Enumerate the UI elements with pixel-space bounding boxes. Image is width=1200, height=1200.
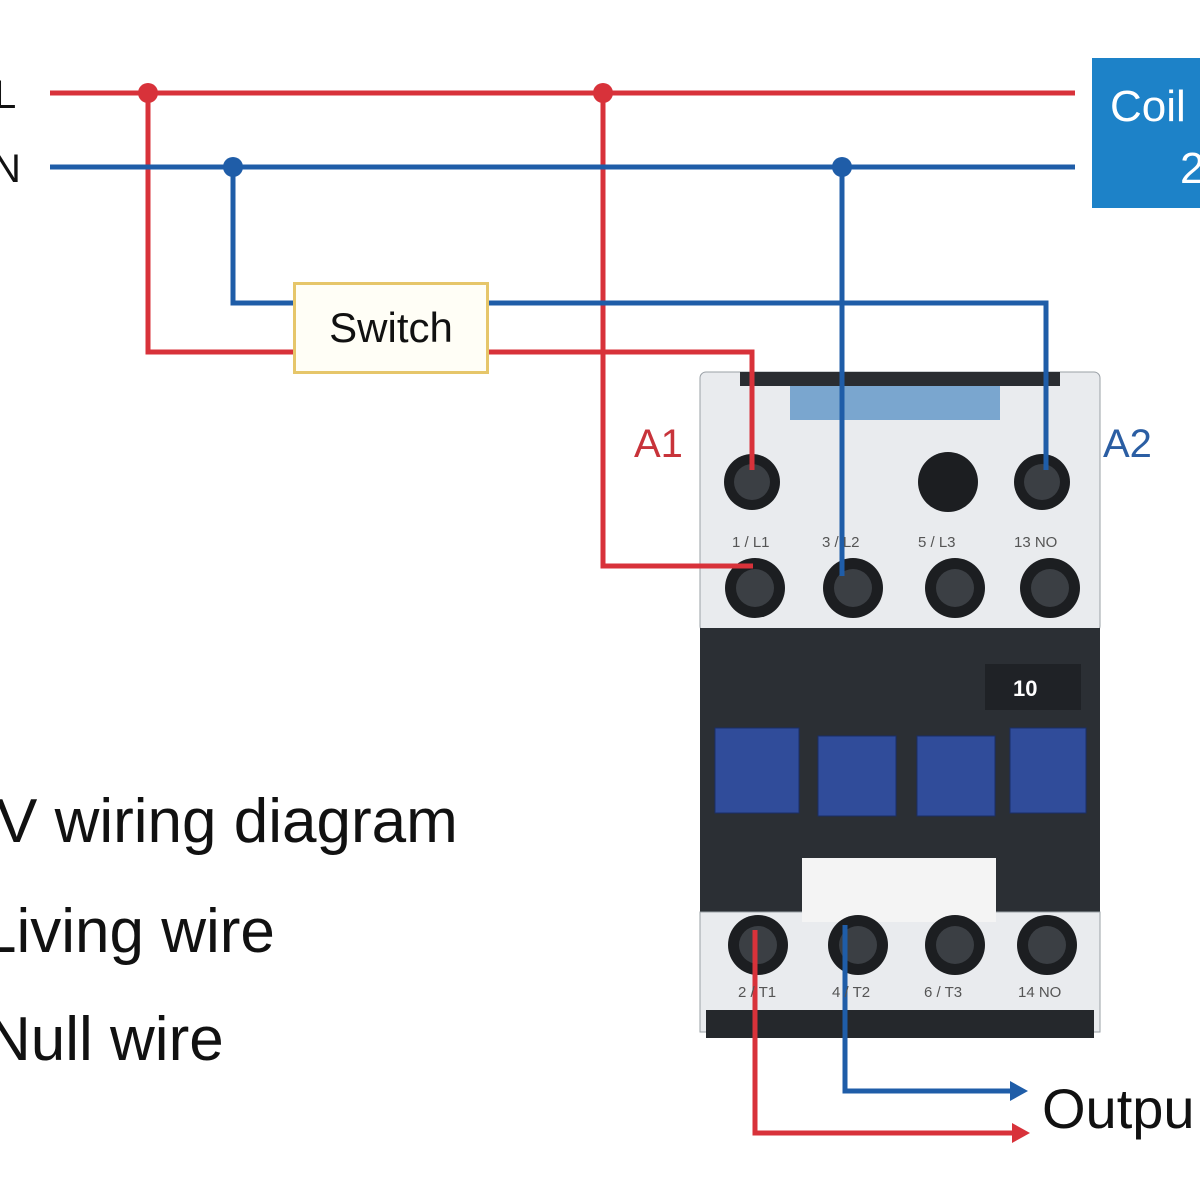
live-junction-2 <box>593 83 613 103</box>
terminal-label-13no: 13 NO <box>1014 534 1058 551</box>
terminal-label-l1: 1 / L1 <box>732 534 770 551</box>
contactor-blue-button-3 <box>916 735 996 817</box>
legend-live-wire: Living wire <box>0 897 275 966</box>
terminal-label-14no: 14 NO <box>1018 984 1062 1001</box>
terminal-label-t1: 2 / T1 <box>738 984 777 1001</box>
coil-screw-a2 <box>1014 454 1070 510</box>
null-line-label: N <box>0 147 21 191</box>
coil-center-hole <box>918 452 978 512</box>
live-output-arrowhead <box>1012 1123 1030 1143</box>
terminal-label-l2: 3 / L2 <box>822 534 860 551</box>
terminal-a2-label: A2 <box>1103 422 1152 466</box>
null-wire <box>50 164 1075 1094</box>
contactor-top-cap <box>740 372 1060 386</box>
null-junction-2 <box>832 157 852 177</box>
contactor-blue-label <box>790 380 1000 420</box>
coil-voltage-box: Coil 2 <box>1092 58 1200 208</box>
screw-terminal-14no <box>1017 915 1077 975</box>
switch-label: Switch <box>329 304 453 351</box>
contactor: 10 <box>699 371 1101 1038</box>
contactor-window <box>802 858 996 922</box>
screw-terminal-t3 <box>925 915 985 975</box>
coil-label: Coil <box>1110 82 1186 131</box>
contactor-blue-button-2 <box>817 735 897 817</box>
null-output-arrowhead <box>1010 1081 1028 1101</box>
live-wire <box>50 90 1075 1136</box>
contactor-aux-plate <box>985 664 1081 710</box>
terminal-a1-label: A1 <box>634 422 683 466</box>
screw-terminal-l3 <box>925 558 985 618</box>
screw-terminal-l1 <box>725 558 785 618</box>
output-label: Outpu <box>1042 1077 1195 1140</box>
terminal-label-t3: 6 / T3 <box>924 984 963 1001</box>
legend-title: V wiring diagram <box>0 787 458 856</box>
live-line-label: L <box>0 73 17 117</box>
live-junction-1 <box>138 83 158 103</box>
terminal-label-l3: 5 / L3 <box>918 534 956 551</box>
screw-terminal-t1 <box>728 915 788 975</box>
screw-terminal-13no <box>1020 558 1080 618</box>
null-junction-1 <box>223 157 243 177</box>
switch-box: Switch <box>293 282 489 374</box>
screw-terminal-l2 <box>823 558 883 618</box>
legend-null-wire: Null wire <box>0 1005 224 1074</box>
terminal-label-t2: 4 / T2 <box>832 984 871 1001</box>
coil-screw-a1 <box>724 454 780 510</box>
aux-rating: 10 <box>1013 676 1037 701</box>
coil-voltage: 2 <box>1180 144 1200 193</box>
contactor-blue-button-4 <box>1009 727 1087 814</box>
screw-terminal-t2 <box>828 915 888 975</box>
contactor-blue-button-1 <box>714 727 800 814</box>
contactor-base <box>706 1010 1094 1038</box>
